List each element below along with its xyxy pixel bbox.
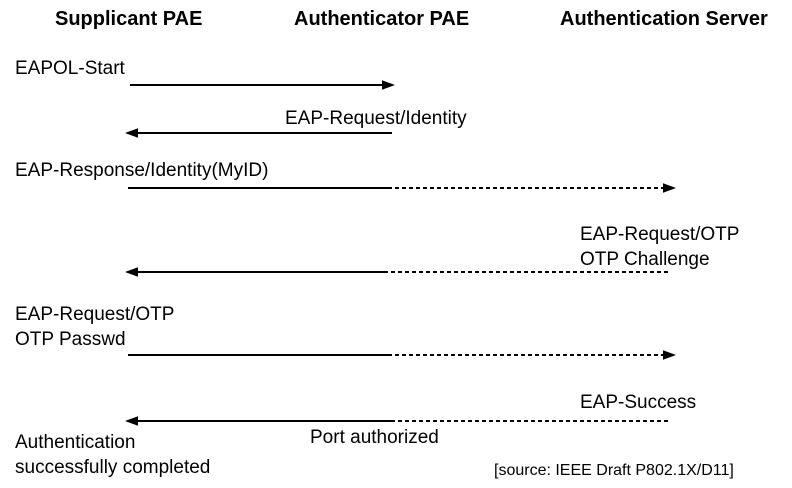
annotation-completion-line1: Authentication <box>15 432 136 453</box>
message-label-eap-request-identity: EAP-Request/Identity <box>285 108 467 129</box>
column-header-supplicant-pae: Supplicant PAE <box>55 8 203 30</box>
arrow-eapol-start <box>130 80 395 90</box>
source-citation: [source: IEEE Draft P802.1X/D11] <box>494 462 734 479</box>
arrow-eap-request-otp-challenge <box>125 267 668 277</box>
arrow-eap-success <box>125 416 668 426</box>
arrow-eap-response-identity <box>128 183 676 193</box>
message-label-eap-response-identity: EAP-Response/Identity(MyID) <box>15 160 269 181</box>
message-label-eapol-start: EAPOL-Start <box>15 58 125 79</box>
annotation-completion-line2: successfully completed <box>15 457 211 478</box>
column-header-authenticator-pae: Authenticator PAE <box>294 8 470 30</box>
message-label-eap-request-otp: EAP-Request/OTP <box>580 224 740 245</box>
column-header-authentication-server: Authentication Server <box>560 8 768 30</box>
message-label-otp-challenge: OTP Challenge <box>580 249 710 270</box>
message-label-otp-passwd: OTP Passwd <box>15 329 126 350</box>
message-label-eap-request-otp-2: EAP-Request/OTP <box>15 304 175 325</box>
annotation-port-authorized: Port authorized <box>310 427 439 448</box>
message-label-eap-success: EAP-Success <box>580 392 697 413</box>
arrow-eap-response-otp-passwd <box>128 350 676 360</box>
arrow-eap-request-identity <box>125 128 392 138</box>
